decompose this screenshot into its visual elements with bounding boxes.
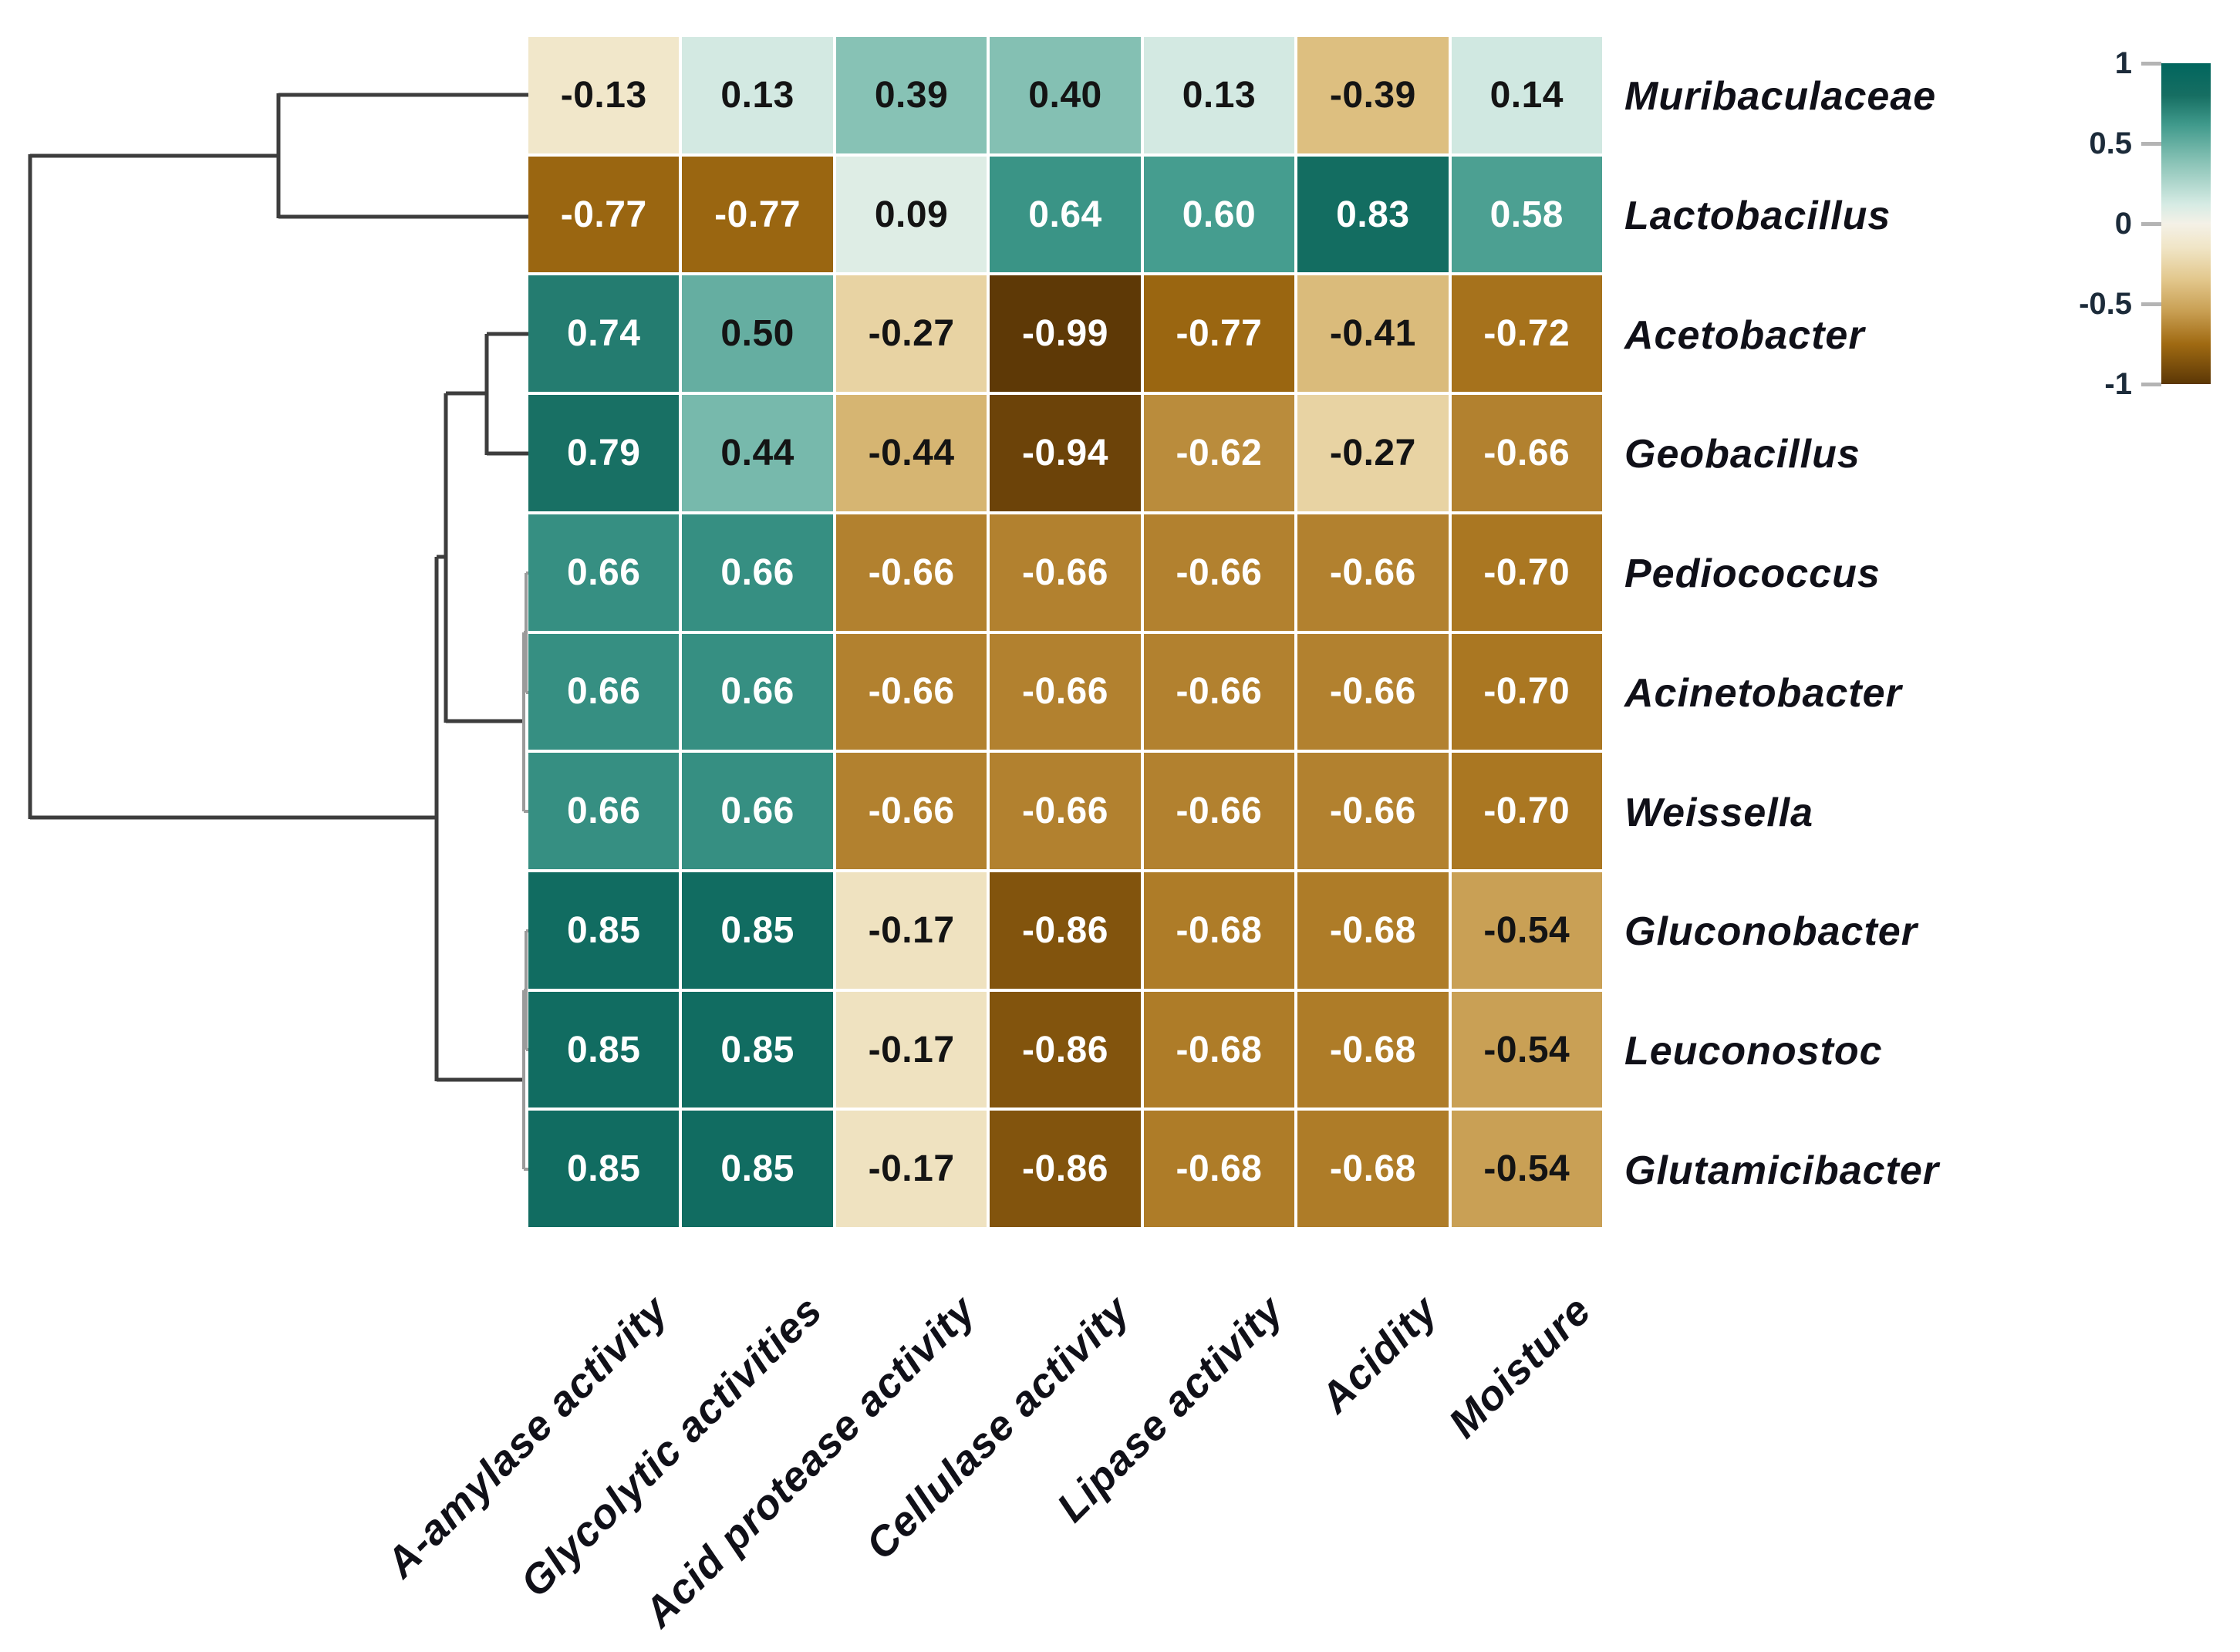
heatmap-cell: 0.50 <box>682 275 833 393</box>
heatmap-cell: -0.66 <box>1451 395 1602 511</box>
heatmap-cell: -0.86 <box>990 872 1141 989</box>
heatmap-cell: -0.72 <box>1451 275 1602 393</box>
heatmap-cell: 0.66 <box>528 753 680 869</box>
heatmap-cell: -0.86 <box>990 991 1141 1108</box>
row-label: Acetobacter <box>1624 312 1865 358</box>
heatmap-cell: -0.70 <box>1451 514 1602 631</box>
colorbar-tick-mark <box>2141 62 2161 66</box>
heatmap-cell: -0.77 <box>682 156 833 273</box>
heatmap-cell: -0.27 <box>1297 395 1449 511</box>
heatmap-cell: -0.13 <box>528 37 680 153</box>
row-label: Gluconobacter <box>1624 909 1918 955</box>
heatmap-cell: 0.85 <box>528 872 680 989</box>
heatmap-cell: 0.13 <box>682 37 833 153</box>
colorbar-tick-label: 0 <box>2114 207 2132 241</box>
heatmap-cell: -0.66 <box>1297 633 1449 750</box>
heatmap-cell: -0.66 <box>835 514 987 631</box>
heatmap-cell: -0.68 <box>1297 872 1449 989</box>
heatmap-cell: 0.85 <box>682 991 833 1108</box>
row-label: Pediococcus <box>1624 551 1881 597</box>
heatmap-cell: 0.79 <box>528 395 680 511</box>
heatmap-cell: -0.54 <box>1451 991 1602 1108</box>
row-label: Geobacillus <box>1624 432 1860 477</box>
heatmap-cell: -0.62 <box>1143 395 1295 511</box>
heatmap-cell: -0.54 <box>1451 872 1602 989</box>
heatmap-cell: -0.68 <box>1297 991 1449 1108</box>
heatmap-cell: -0.68 <box>1143 991 1295 1108</box>
heatmap-cell: 0.66 <box>682 753 833 869</box>
heatmap-cell: -0.39 <box>1297 37 1449 153</box>
heatmap-cell: 0.39 <box>835 37 987 153</box>
heatmap-cell: -0.68 <box>1143 1111 1295 1228</box>
heatmap-cell: -0.66 <box>990 633 1141 750</box>
heatmap-cell: -0.77 <box>528 156 680 273</box>
heatmap-cell: 0.44 <box>682 395 833 511</box>
heatmap-cell: 0.85 <box>682 872 833 989</box>
heatmap-cell: 0.66 <box>528 514 680 631</box>
colorbar-tick-label: 0.5 <box>2089 126 2132 160</box>
heatmap-cell: -0.86 <box>990 1111 1141 1228</box>
heatmap-cell: -0.66 <box>990 753 1141 869</box>
heatmap-cell: 0.83 <box>1297 156 1449 273</box>
heatmap-cell: -0.54 <box>1451 1111 1602 1228</box>
heatmap-cell: 0.58 <box>1451 156 1602 273</box>
colorbar-tick-label: -0.5 <box>2079 287 2132 321</box>
heatmap-cell: 0.09 <box>835 156 987 273</box>
row-label: Lactobacillus <box>1624 194 1891 239</box>
heatmap-cell: -0.17 <box>835 1111 987 1228</box>
heatmap-cell: -0.17 <box>835 991 987 1108</box>
heatmap-cell: -0.66 <box>1143 514 1295 631</box>
heatmap-cell: 0.66 <box>682 514 833 631</box>
heatmap-cell: 0.40 <box>990 37 1141 153</box>
heatmap-cell: -0.66 <box>1143 753 1295 869</box>
heatmap-cell: -0.66 <box>835 633 987 750</box>
colorbar-tick-label: 1 <box>2114 46 2132 80</box>
heatmap-cell: 0.14 <box>1451 37 1602 153</box>
colorbar-tick-mark <box>2141 302 2161 306</box>
colorbar-tick-label: -1 <box>2104 367 2132 401</box>
heatmap-cell: -0.17 <box>835 872 987 989</box>
row-label: Glutamicibacter <box>1624 1148 1940 1193</box>
colorbar-tick-mark <box>2141 383 2161 386</box>
heatmap-cell: 0.85 <box>528 991 680 1108</box>
heatmap-cell: -0.66 <box>990 514 1141 631</box>
row-label: Muribaculaceae <box>1624 74 1937 120</box>
row-label: Acinetobacter <box>1624 670 1902 716</box>
heatmap-cell: -0.66 <box>1143 633 1295 750</box>
heatmap-cell: 0.60 <box>1143 156 1295 273</box>
heatmap-cell: 0.13 <box>1143 37 1295 153</box>
heatmap-cell: -0.77 <box>1143 275 1295 393</box>
heatmap-cell: 0.85 <box>528 1111 680 1228</box>
heatmap-cell: -0.41 <box>1297 275 1449 393</box>
heatmap-cell: 0.66 <box>682 633 833 750</box>
colorbar-gradient <box>2161 63 2211 384</box>
heatmap-cell: -0.66 <box>1297 514 1449 631</box>
heatmap-cell: -0.70 <box>1451 753 1602 869</box>
colorbar-tick-mark <box>2141 222 2161 226</box>
row-label: Weissella <box>1624 790 1814 835</box>
heatmap-cell: -0.66 <box>1297 753 1449 869</box>
heatmap-cell: -0.44 <box>835 395 987 511</box>
row-label: Leuconostoc <box>1624 1029 1883 1074</box>
heatmap-cell: 0.64 <box>990 156 1141 273</box>
heatmap-cell: -0.70 <box>1451 633 1602 750</box>
heatmap-cell: -0.68 <box>1297 1111 1449 1228</box>
heatmap-cell: -0.66 <box>835 753 987 869</box>
heatmap-cell: -0.68 <box>1143 872 1295 989</box>
heatmap-cell: 0.66 <box>528 633 680 750</box>
heatmap-cell: -0.27 <box>835 275 987 393</box>
heatmap-cell: -0.99 <box>990 275 1141 393</box>
colorbar-tick-mark <box>2141 142 2161 146</box>
heatmap-cell: -0.94 <box>990 395 1141 511</box>
heatmap-cell: 0.85 <box>682 1111 833 1228</box>
heatmap-cell: 0.74 <box>528 275 680 393</box>
